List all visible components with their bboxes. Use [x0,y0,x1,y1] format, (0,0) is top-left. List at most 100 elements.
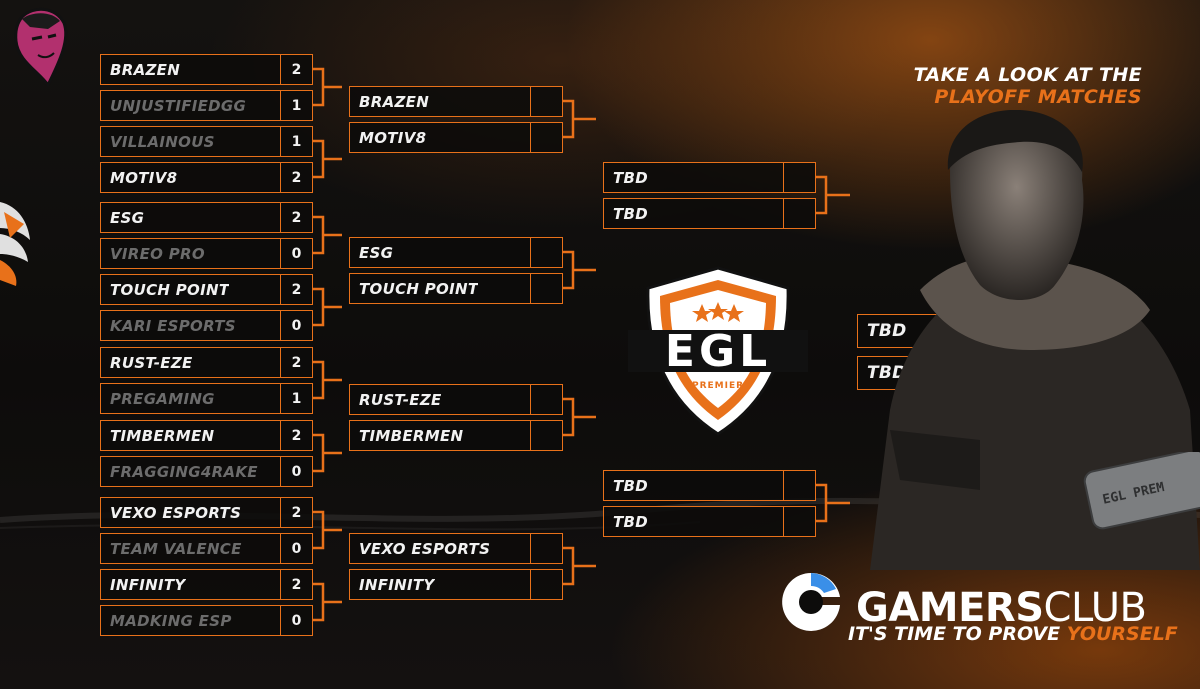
egl-logo-subtext: PREMIER [692,381,744,391]
team-name: TBD [867,363,907,383]
team-score: 2 [280,203,312,232]
team-score [530,421,562,450]
round3-slot: TBD [603,162,816,193]
round1-slot: VILLAINOUS 1 [100,126,313,157]
team-name: TBD [613,168,649,187]
team-score [783,199,815,228]
gamersclub-brand: GAMERSCLUB [856,585,1147,631]
team-name: PREGAMING [110,389,215,408]
bracket-connector [313,67,342,107]
bracket-connector [563,546,596,586]
bracket-connector [563,99,596,139]
team-score: 2 [280,348,312,377]
team-name: FRAGGING4RAKE [110,462,258,481]
bracket-connector [313,360,342,400]
team-name: RUST-EZE [110,353,193,372]
team-score: 2 [280,275,312,304]
round1-slot: ESG 2 [100,202,313,233]
round1-slot: UNJUSTIFIEDGG 1 [100,90,313,121]
team-name: BRAZEN [359,92,430,111]
bracket-connector [313,510,342,550]
team-score [530,274,562,303]
bracket-connector [313,287,342,327]
team-name: VEXO ESPORTS [110,503,242,522]
bracket-connector [313,433,342,473]
team-name: TBD [613,204,649,223]
round2-slot: VEXO ESPORTS [349,533,563,564]
round1-slot: RUST-EZE 2 [100,347,313,378]
team-name: INFINITY [359,575,435,594]
team-name: TOUCH POINT [110,280,230,299]
round1-slot: MOTIV8 2 [100,162,313,193]
team-name: VIREO PRO [110,244,205,263]
team-name: TEAM VALENCE [110,539,242,558]
team-name: ESG [359,243,394,262]
team-name: KARI ESPORTS [110,316,236,335]
team-name: VEXO ESPORTS [359,539,491,558]
team-score: 1 [280,127,312,156]
round2-slot: TIMBERMEN [349,420,563,451]
team-name: MADKING ESP [110,611,232,630]
team-score [530,385,562,414]
bracket-connector [313,139,342,179]
team-name: RUST-EZE [359,390,442,409]
gamersclub-logo-icon [782,572,840,631]
team-score [530,534,562,563]
tagline-part-b: YOURSELF [1066,623,1178,645]
team-score [783,507,815,536]
round1-slot: PREGAMING 1 [100,383,313,414]
team-name: TIMBERMEN [110,426,215,445]
round2-slot: TOUCH POINT [349,273,563,304]
team-score: 1 [280,91,312,120]
team-score: 0 [280,606,312,635]
round2-slot: INFINITY [349,569,563,600]
round3-slot: TBD [603,506,816,537]
team-name: UNJUSTIFIEDGG [110,96,247,115]
team-name: MOTIV8 [110,168,178,187]
team-name: MOTIV8 [359,128,427,147]
team-score [783,163,815,192]
headline-line2: PLAYOFF MATCHES [934,86,1142,108]
team-name: TBD [867,321,907,341]
round3-slot: TBD [603,198,816,229]
team-score [530,570,562,599]
team-score: 2 [280,421,312,450]
team-score: 2 [280,163,312,192]
bracket-connector [313,582,342,622]
egl-premier-logo: EGL PREMIER [628,266,808,436]
team-name: VILLAINOUS [110,132,215,151]
bracket-connector [563,250,596,290]
team-score: 0 [280,311,312,340]
dog-tag-icon: EGL PREM [1083,452,1200,530]
team-score [783,471,815,500]
bracket-connector [313,215,342,255]
brand-part-b: CLUB [1043,585,1147,631]
round3-slot: TBD [603,470,816,501]
round1-slot: MADKING ESP 0 [100,605,313,636]
round1-slot: TOUCH POINT 2 [100,274,313,305]
team-name: ESG [110,208,145,227]
team-score: 2 [280,498,312,527]
egl-logo-text: EGL [665,326,771,377]
round1-slot: TIMBERMEN 2 [100,420,313,451]
round1-slot: KARI ESPORTS 0 [100,310,313,341]
team-name: TBD [613,512,649,531]
bracket-connector [816,483,850,523]
team-logo-villain-icon [14,7,68,88]
bracket-connector [816,175,850,215]
team-score [530,123,562,152]
team-logo-wings-icon [0,202,30,286]
bracket-connector [563,397,596,437]
round2-slot: BRAZEN [349,86,563,117]
team-score [530,87,562,116]
team-score [530,238,562,267]
team-name: TOUCH POINT [359,279,479,298]
gamersclub-tagline: IT'S TIME TO PROVE YOURSELF [848,623,1178,645]
team-score: 1 [280,384,312,413]
